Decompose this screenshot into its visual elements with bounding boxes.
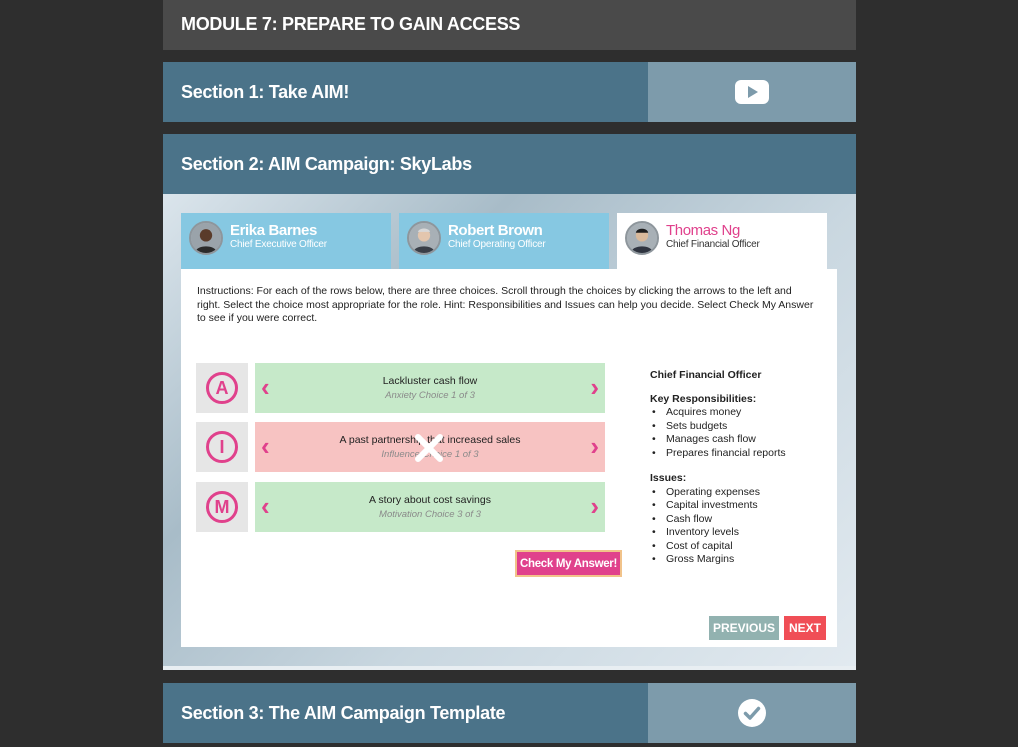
incorrect-x-icon [415,434,443,462]
tab-name: Robert Brown [448,222,543,239]
choice-text: A story about cost savings [369,494,491,506]
list-item: Inventory levels [650,526,830,540]
letter-m-icon: M [206,491,238,523]
choice-counter: Motivation Choice 3 of 3 [379,509,481,520]
list-item: Gross Margins [650,553,830,567]
person-icon [627,223,657,253]
instructions-text: Instructions: For each of the rows below… [197,285,814,324]
check-my-answer-button[interactable]: Check My Answer! [515,550,622,577]
tab-role: Chief Operating Officer [448,239,546,250]
previous-button[interactable]: PREVIOUS [709,616,779,640]
letter-i-icon: I [206,431,238,463]
responsibilities-label: Key Responsibilities: [650,392,757,405]
row-a-choice: ‹ Lackluster cash flow Anxiety Choice 1 … [255,363,605,413]
letter-a-icon: A [206,372,238,404]
section-3-status [648,683,856,743]
row-m-choice: ‹ A story about cost savings Motivation … [255,482,605,532]
avatar [189,221,223,255]
module-title: MODULE 7: PREPARE TO GAIN ACCESS [163,0,856,50]
issues-label: Issues: [650,472,687,484]
section-1-label: Section 1: Take AIM! [181,82,350,102]
issues-list: Operating expenses Capital investments C… [650,486,830,567]
responsibilities-list: Acquires money Sets budgets Manages cash… [650,406,830,460]
avatar [407,221,441,255]
role-info-title: Chief Financial Officer [650,369,762,381]
section-3-label: Section 3: The AIM Campaign Template [181,703,506,723]
tab-thomas-ng[interactable]: Thomas Ng Chief Financial Officer [617,213,827,269]
tab-name: Erika Barnes [230,222,317,239]
tab-robert-brown[interactable]: Robert Brown Chief Operating Officer [399,213,609,269]
choice-text: A past partnership that increased sales [339,434,521,446]
row-a-letter: A [196,363,248,413]
section-1-bar[interactable]: Section 1: Take AIM! [163,62,856,122]
chevron-left-icon[interactable]: ‹ [261,491,270,521]
list-item: Cost of capital [650,540,830,554]
avatar [625,221,659,255]
list-item: Acquires money [650,406,830,420]
check-circle-icon [738,699,766,727]
person-icon [409,223,439,253]
chevron-right-icon[interactable]: › [590,372,599,402]
list-item: Operating expenses [650,486,830,500]
choice-counter: Influence Choice 1 of 3 [381,449,479,460]
activity-divider [163,666,856,670]
person-icon [191,223,221,253]
section-2-label: Section 2: AIM Campaign: SkyLabs [181,154,472,174]
chevron-left-icon[interactable]: ‹ [261,431,270,461]
tab-erika-barnes[interactable]: Erika Barnes Chief Executive Officer [181,213,391,269]
list-item: Cash flow [650,513,830,527]
next-button[interactable]: NEXT [784,616,826,640]
list-item: Manages cash flow [650,433,830,447]
list-item: Prepares financial reports [650,447,830,461]
list-item: Sets budgets [650,420,830,434]
section-1-video-button[interactable] [648,62,856,122]
chevron-right-icon[interactable]: › [590,431,599,461]
choice-text: Lackluster cash flow [382,375,478,387]
row-m-letter: M [196,482,248,532]
tab-role: Chief Executive Officer [230,239,327,250]
section-3-bar[interactable]: Section 3: The AIM Campaign Template [163,683,856,743]
tab-name: Thomas Ng [666,222,740,239]
role-info: Chief Financial Officer Key Responsibili… [650,369,830,567]
tab-role: Chief Financial Officer [666,239,760,250]
chevron-left-icon[interactable]: ‹ [261,372,270,402]
choice-counter: Anxiety Choice 1 of 3 [385,390,475,401]
youtube-play-icon [735,80,769,104]
section-2-bar[interactable]: Section 2: AIM Campaign: SkyLabs [163,134,856,194]
chevron-right-icon[interactable]: › [590,491,599,521]
list-item: Capital investments [650,499,830,513]
row-i-letter: I [196,422,248,472]
